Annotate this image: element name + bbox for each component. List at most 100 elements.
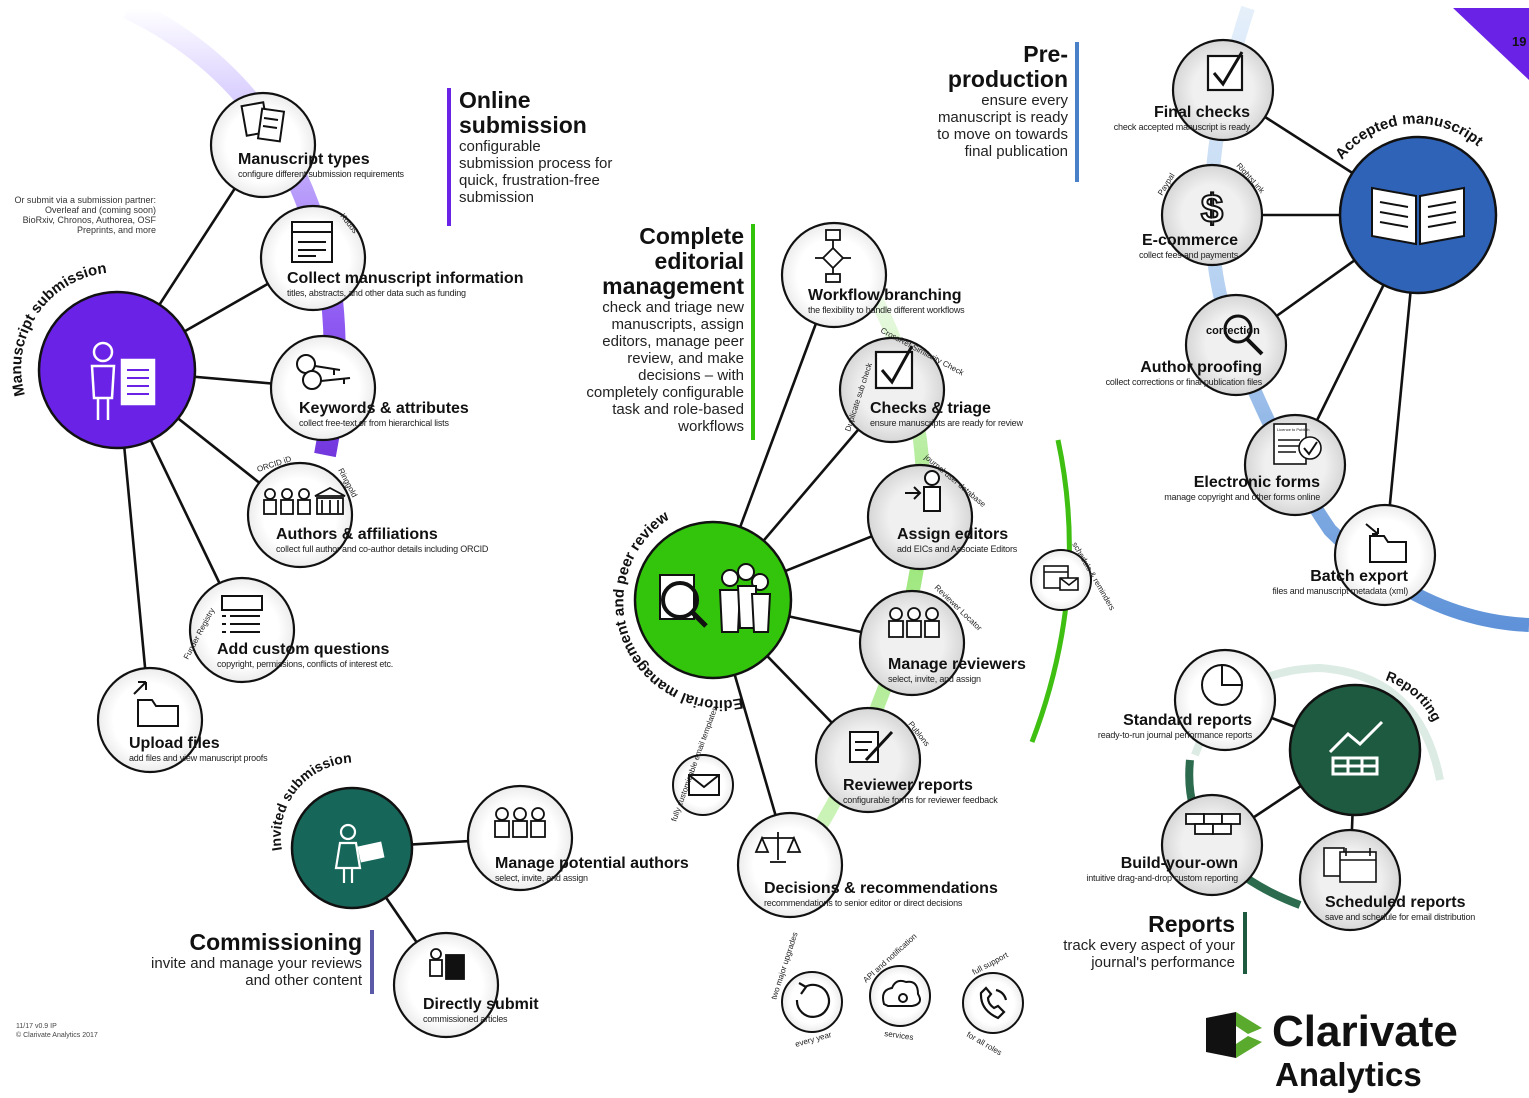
proof-magnifier-icon: correction [1206, 314, 1264, 356]
manage-authors-node[interactable] [466, 784, 574, 892]
editorial-hub[interactable] [633, 520, 793, 680]
page-number: 19 [1512, 34, 1526, 49]
online-submission-heading: Online submission configurable submissio… [459, 87, 619, 207]
author-document-icon [90, 341, 156, 420]
checkbox-icon [874, 345, 914, 390]
accepted-manuscript-hub[interactable] [1338, 135, 1498, 295]
keywords-label: Keywords & attributes collect free-text … [299, 400, 469, 428]
questions-list-icon [221, 595, 263, 633]
commissioning-heading: Commissioning invite and manage your rev… [130, 930, 362, 990]
footer-copyright: © Clarivate Analytics 2017 [16, 1032, 98, 1039]
upload-files-label: Upload files add files and view manuscri… [129, 735, 268, 763]
export-folder-icon [1365, 523, 1407, 563]
manuscript-types-label: Manuscript types configure different sub… [238, 151, 404, 179]
commissioning-desc: invite and manage your reviews and other… [151, 955, 362, 989]
flowchart-icon [815, 229, 851, 283]
trend-chart-icon [1328, 720, 1384, 776]
checks-label: Checks & triage ensure manuscripts are r… [870, 400, 1023, 428]
assign-editors-label: Assign editors add EICs and Associate Ed… [897, 526, 1018, 554]
scheduled-reports-label: Scheduled reports save and schedule for … [1325, 894, 1476, 922]
calendar-mail-icon [1043, 565, 1079, 591]
electronic-forms-node[interactable] [1243, 413, 1347, 517]
invited-submission-hub[interactable] [290, 786, 414, 910]
author-proofing-label: Author proofing collect corrections or f… [1105, 359, 1263, 387]
editorial-title: Complete editorial management [602, 223, 744, 299]
editorial-heading: Complete editorial management check and … [566, 223, 744, 436]
preprod-bar [1075, 42, 1079, 182]
collect-info-label: Collect manuscript information titles, a… [287, 270, 524, 298]
form-icon [291, 221, 333, 263]
editorial-desc: check and triage new manuscripts, assign… [586, 299, 744, 435]
refresh-icon [795, 982, 831, 1018]
manuscript-types-node[interactable] [209, 91, 317, 199]
license-form-icon: Licence to Publish [1273, 423, 1322, 465]
invited-author-icon [334, 823, 385, 883]
standard-reports-label: Standard reports ready-to-run journal pe… [1097, 712, 1252, 740]
assign-editor-icon [905, 470, 941, 512]
envelope-icon [688, 774, 720, 796]
manage-authors-label: Manage potential authors select, invite,… [495, 855, 689, 883]
submit-document-icon [429, 948, 465, 980]
report-pen-icon [849, 730, 894, 763]
ecommerce-label: E-commerce collect fees and payments [1138, 232, 1238, 260]
authors-institution-icon [263, 486, 346, 515]
editors-magnifier-icon [659, 563, 772, 633]
support-bottom-tag: for all roles [965, 1030, 1003, 1057]
footer: 11/17 v0.9 IP © Clarivate Analytics 2017 [16, 1022, 98, 1040]
partner-note: Or submit via a submission partner: Over… [14, 195, 156, 235]
upload-folder-icon [133, 681, 179, 727]
api-bottom-tag: services [884, 1029, 914, 1042]
preprod-desc: ensure every manuscript is ready to move… [937, 92, 1068, 160]
final-checks-label: Final checks check accepted manuscript i… [1113, 104, 1250, 132]
preprod-heading: Pre-production ensure every manuscript i… [930, 41, 1068, 161]
workflow-label: Workflow branching the flexibility to ha… [808, 287, 965, 315]
commissioning-bar [370, 930, 374, 994]
keys-icon [296, 354, 351, 390]
cloud-gear-icon [882, 979, 921, 1007]
reports-heading: Reports track every aspect of your journ… [1050, 911, 1235, 972]
checks-triage-node[interactable] [838, 336, 946, 444]
manage-reviewers-label: Manage reviewers select, invite, and ass… [888, 656, 1026, 684]
pie-chart-icon [1201, 663, 1244, 706]
open-book-icon [1371, 186, 1465, 246]
ecommerce-node[interactable] [1160, 163, 1264, 267]
bricks-icon [1185, 813, 1241, 835]
clarivate-logo-mark [1206, 1012, 1262, 1058]
direct-submit-label: Directly submit commissioned articles [423, 996, 539, 1024]
direct-submit-node[interactable] [392, 931, 500, 1039]
decisions-label: Decisions & recommendations recommendati… [764, 880, 998, 908]
reviewer-group-icon [888, 607, 940, 638]
reports-bar [1243, 912, 1247, 974]
reporting-hub[interactable] [1288, 683, 1422, 817]
author-group-icon [494, 807, 546, 838]
online-submission-bar [447, 88, 451, 226]
scales-icon [754, 832, 802, 863]
assign-editors-node[interactable] [866, 463, 974, 571]
online-submission-title: Online submission [459, 87, 587, 138]
authors-node[interactable] [246, 461, 354, 569]
authors-label: Authors & affiliations collect full auth… [276, 526, 489, 554]
upgrades-node[interactable] [781, 971, 843, 1033]
author-proofing-node[interactable] [1184, 293, 1288, 397]
online-submission-desc: configurable submission process for quic… [459, 138, 613, 206]
batch-export-label: Batch export files and manuscript metada… [1272, 568, 1408, 596]
reviewer-reports-label: Reviewer reports configurable forms for … [843, 777, 998, 805]
preprod-title: Pre-production [947, 41, 1068, 92]
svg-text:correction: correction [1206, 325, 1260, 337]
calendar-icon [1323, 847, 1377, 883]
phone-icon [979, 986, 1008, 1020]
editorial-bar [751, 224, 755, 440]
logo-wordmark: Clarivate [1272, 1007, 1458, 1056]
build-your-own-label: Build-your-own intuitive drag-and-drop c… [1086, 855, 1238, 883]
manuscript-submission-hub[interactable] [37, 290, 197, 450]
support-node[interactable] [962, 972, 1024, 1034]
custom-questions-node[interactable] [188, 576, 296, 684]
decisions-node[interactable] [736, 811, 844, 919]
final-checkbox-icon [1206, 51, 1244, 92]
reports-title: Reports [1148, 911, 1235, 937]
page-corner-tab [1453, 8, 1529, 80]
custom-questions-label: Add custom questions copyright, permissi… [217, 641, 394, 669]
footer-version: 11/17 v0.9 IP [16, 1023, 57, 1030]
svg-text:Licence to Publish: Licence to Publish [1277, 427, 1309, 432]
